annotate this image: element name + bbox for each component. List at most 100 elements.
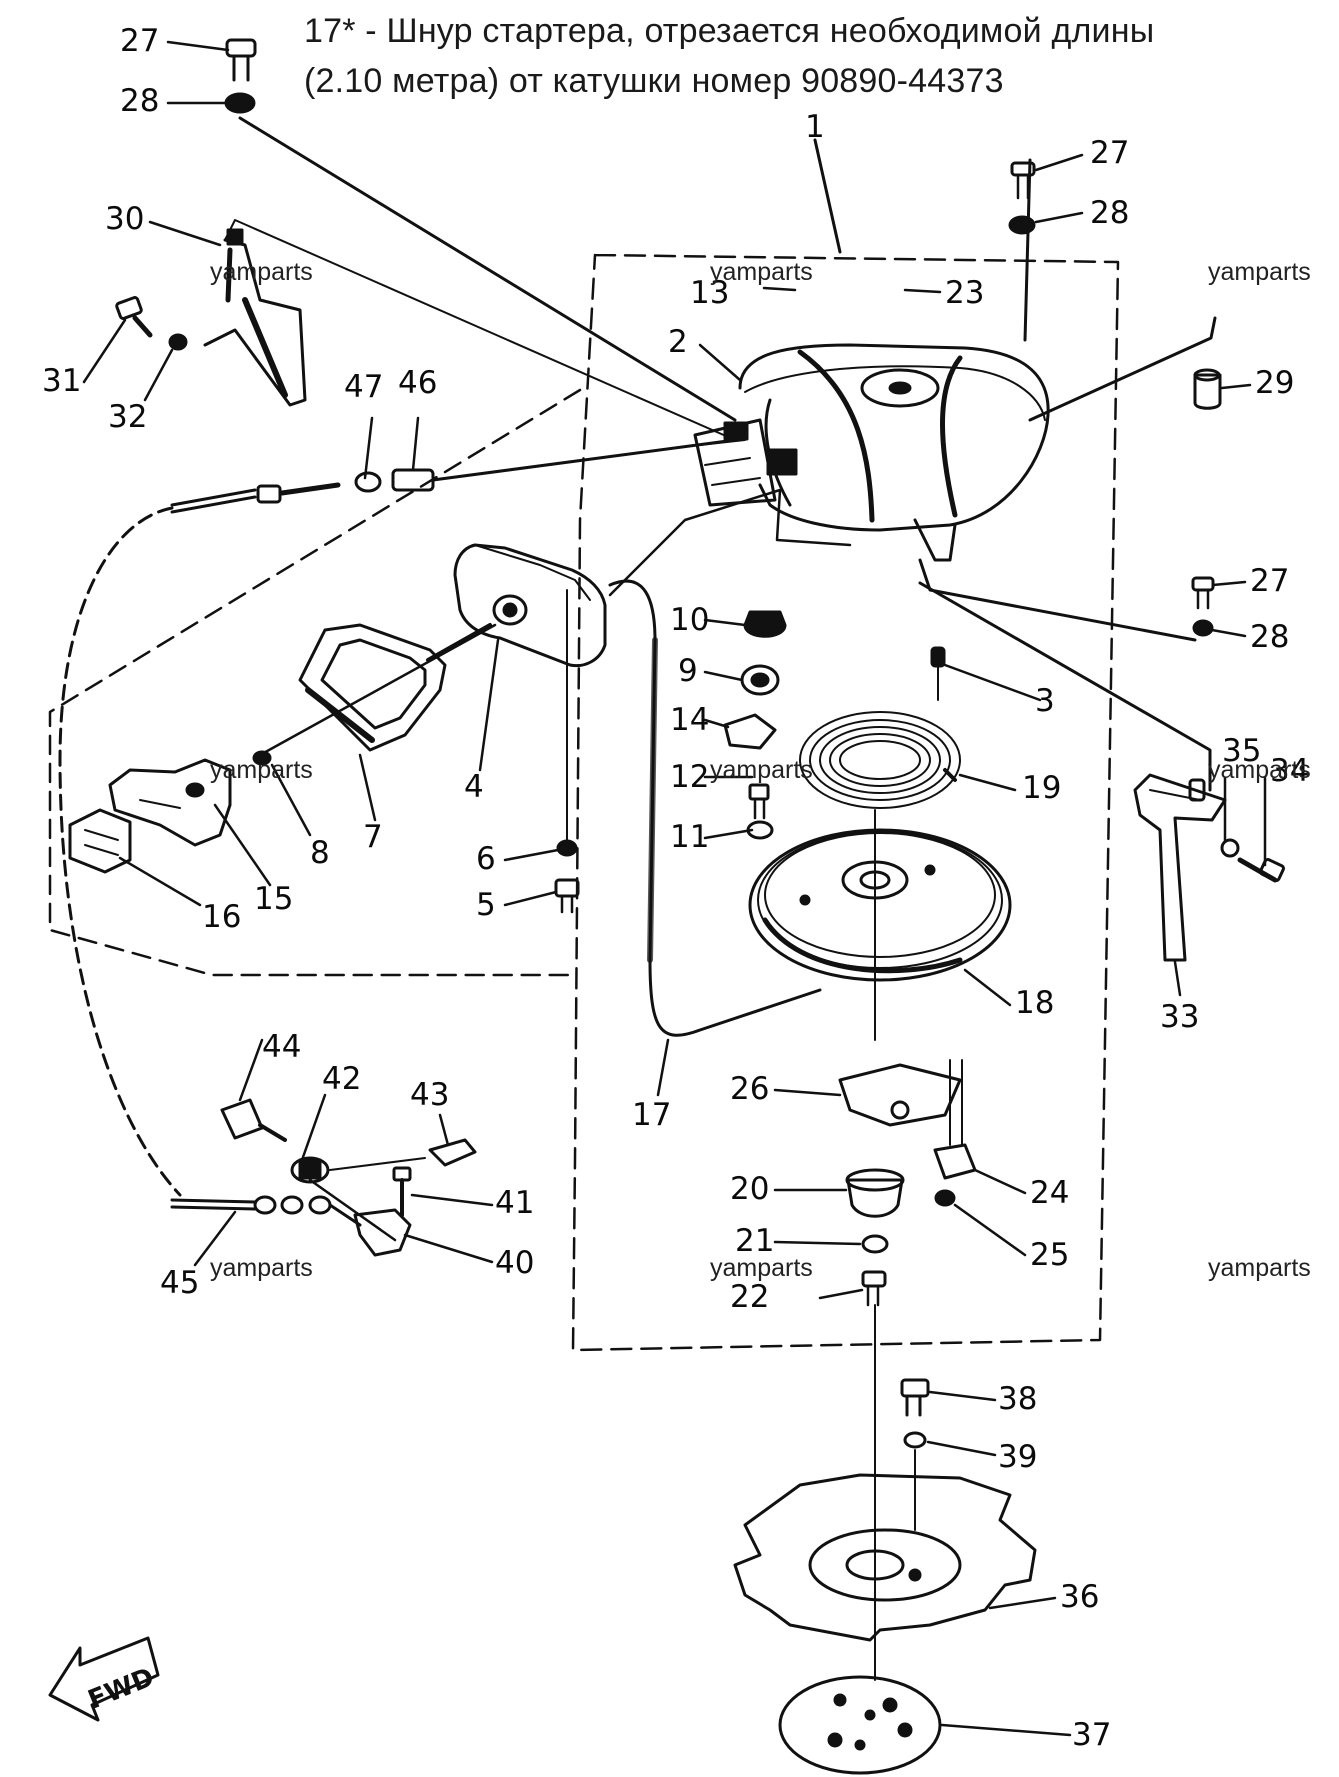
callout-15: 15 <box>254 881 294 917</box>
washer-39 <box>903 1431 927 1449</box>
plate-37 <box>778 1675 942 1775</box>
watermark: yamparts <box>1208 1254 1311 1282</box>
callout-5: 5 <box>476 887 496 923</box>
cable-45-loop <box>58 506 182 1197</box>
callout-7: 7 <box>363 819 383 855</box>
callout-38: 38 <box>998 1381 1038 1417</box>
spring-25 <box>934 1189 956 1207</box>
washer-28-top-left <box>224 92 256 114</box>
watermark: yamparts <box>710 1254 813 1282</box>
callout-21: 21 <box>735 1223 775 1259</box>
cable-45-end <box>170 1195 362 1227</box>
washer-28-top-right <box>1008 215 1036 235</box>
callout-42: 42 <box>322 1061 362 1097</box>
nut-32 <box>168 333 188 351</box>
callout-28: 28 <box>1090 195 1130 231</box>
callout-23: 23 <box>945 275 985 311</box>
grip-frame-7 <box>298 623 447 752</box>
pin-3 <box>930 646 946 668</box>
callout-11: 11 <box>670 819 710 855</box>
washer-6 <box>556 839 578 857</box>
bolt-41 <box>392 1166 412 1217</box>
spring-19 <box>799 711 961 809</box>
callout-31: 31 <box>42 363 82 399</box>
washer-28-right <box>1192 619 1214 637</box>
callout-45: 45 <box>160 1265 200 1301</box>
bolt-34 <box>1237 857 1285 883</box>
bolt-12-11 <box>746 783 774 840</box>
bushing-9 <box>740 664 780 696</box>
plate-14 <box>723 713 777 750</box>
watermark: yamparts <box>210 1254 313 1282</box>
bolt-22 <box>861 1270 887 1307</box>
bushing-10 <box>743 610 787 638</box>
rope-reel-18 <box>748 828 1012 982</box>
callout-6: 6 <box>476 841 496 877</box>
watermark: yamparts <box>1208 258 1311 286</box>
clip-16 <box>68 808 132 874</box>
watermark: yamparts <box>710 258 813 286</box>
assembly-frame-handle <box>48 388 582 977</box>
callout-14: 14 <box>670 702 710 738</box>
callout-40: 40 <box>495 1245 535 1281</box>
callout-18: 18 <box>1015 985 1055 1021</box>
note-line-2: (2.10 метра) от катушки номер 90890-4437… <box>304 62 1004 100</box>
callout-12: 12 <box>670 759 710 795</box>
callout-9: 9 <box>678 653 698 689</box>
handle-bracket-15 <box>108 758 232 847</box>
starter-pulley-36 <box>733 1473 1037 1642</box>
bracket-42 <box>290 1156 330 1184</box>
callout-28: 28 <box>1250 619 1290 655</box>
throttle-cable-47-46 <box>170 438 737 514</box>
starter-housing-part-2 <box>693 343 1050 562</box>
callout-17: 17 <box>632 1097 672 1133</box>
bolt-31 <box>115 296 153 338</box>
callout-27: 27 <box>120 23 160 59</box>
drive-plate-26 <box>838 1063 962 1127</box>
bracket-33 <box>1133 773 1227 962</box>
callout-8: 8 <box>310 835 330 871</box>
watermark: yamparts <box>210 258 313 286</box>
bracket-30 <box>203 228 307 407</box>
callout-27: 27 <box>1090 135 1130 171</box>
pawl-24 <box>933 1143 977 1180</box>
callout-16: 16 <box>202 899 242 935</box>
callout-30: 30 <box>105 201 145 237</box>
fwd-arrow-icon <box>48 1636 160 1722</box>
callout-47: 47 <box>344 369 384 405</box>
callout-43: 43 <box>410 1077 450 1113</box>
bolt-27-top-left <box>225 38 257 82</box>
fwd-label: FWD <box>84 1662 158 1715</box>
note-line-1: 17* - Шнур стартера, отрезается необходи… <box>304 12 1155 50</box>
bolt-5 <box>554 878 580 914</box>
callout-22: 22 <box>730 1279 770 1315</box>
cap-29 <box>1193 368 1222 410</box>
bolt-38 <box>900 1378 930 1417</box>
callout-36: 36 <box>1060 1579 1100 1615</box>
assembly-frame-1 <box>571 253 1120 1352</box>
callout-41: 41 <box>495 1185 535 1221</box>
bolt-27-right <box>1191 576 1215 610</box>
callout-4: 4 <box>464 769 484 805</box>
spring-35 <box>1220 838 1240 858</box>
callout-13: 13 <box>690 275 730 311</box>
callout-33: 33 <box>1160 999 1200 1035</box>
callout-37: 37 <box>1072 1717 1112 1753</box>
watermark: yamparts <box>210 756 313 784</box>
callout-20: 20 <box>730 1171 770 1207</box>
bolt-27-top-right <box>1010 161 1036 200</box>
callout-24: 24 <box>1030 1175 1070 1211</box>
callout-3: 3 <box>1035 683 1055 719</box>
watermark: yamparts <box>710 756 813 784</box>
callout-2: 2 <box>668 324 688 360</box>
callout-19: 19 <box>1022 770 1062 806</box>
knot-8 <box>252 750 272 766</box>
callout-29: 29 <box>1255 365 1295 401</box>
callout-46: 46 <box>398 365 438 401</box>
callout-27: 27 <box>1250 563 1290 599</box>
watermark: yamparts <box>1208 756 1311 784</box>
callout-26: 26 <box>730 1071 770 1107</box>
starter-handle-4 <box>453 543 607 668</box>
